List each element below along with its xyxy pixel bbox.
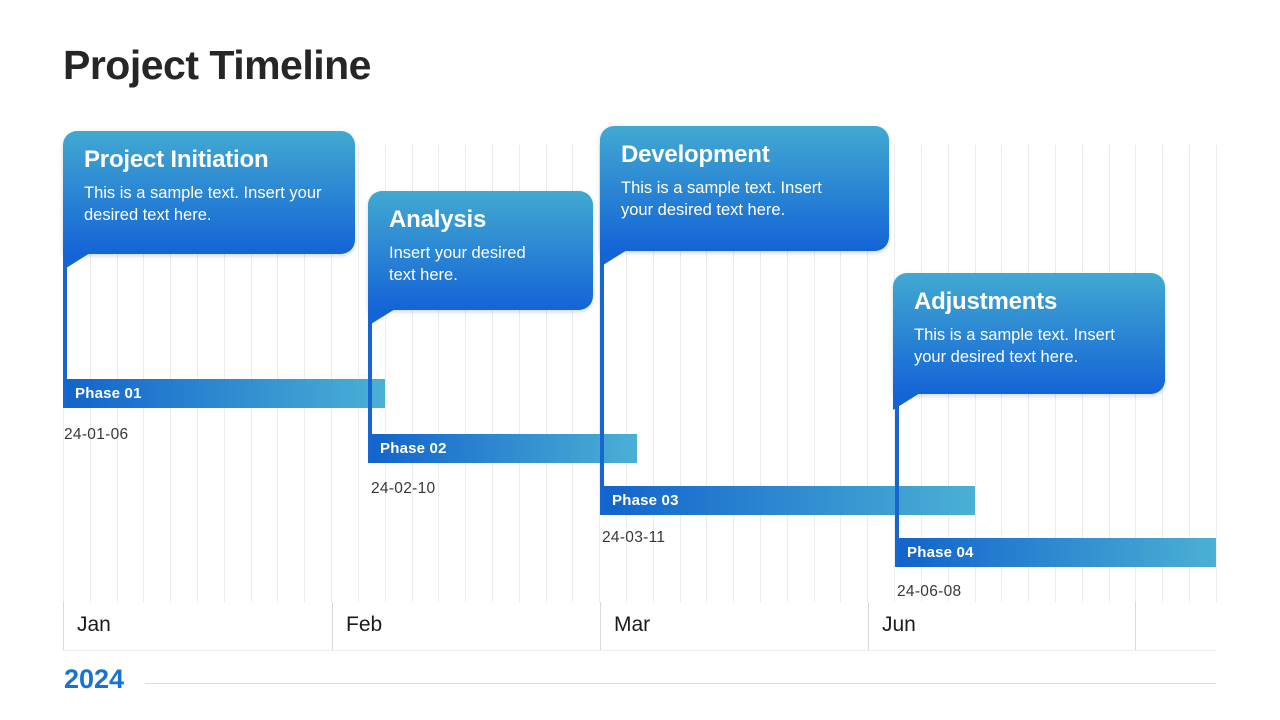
month-separator [868, 602, 869, 650]
callout-tail [893, 393, 920, 410]
month-separator [600, 602, 601, 650]
gridline [277, 145, 279, 602]
phase-start-date: 24-02-10 [371, 480, 436, 497]
callout-body: Insert your desired text here. [389, 244, 526, 285]
gridline [465, 145, 467, 602]
month-label: Mar [614, 613, 651, 636]
month-label: Jan [77, 613, 111, 636]
callout-title: Project Initiation [84, 146, 269, 173]
gantt-bar-phase-01: Phase 01 [63, 379, 385, 408]
gridline [867, 145, 869, 602]
gridline [572, 145, 574, 602]
month-separator [1135, 602, 1136, 650]
callout-tail [600, 250, 627, 267]
callout-development: Development This is a sample text. Inser… [600, 126, 889, 267]
gridline [706, 145, 708, 602]
gridline [411, 145, 413, 602]
gridline [1215, 145, 1217, 602]
gridline [545, 145, 547, 602]
callout-project-initiation: Project Initiation This is a sample text… [63, 131, 355, 270]
bar-label: Phase 02 [380, 440, 447, 457]
gridline [331, 145, 333, 602]
gridline [384, 145, 386, 602]
month-label: Feb [346, 613, 383, 636]
callout-title: Analysis [389, 206, 487, 233]
phase-start-date: 24-03-11 [602, 529, 666, 546]
bar-label: Phase 03 [612, 492, 679, 509]
month-axis: Jan Feb Mar Jun [63, 602, 1216, 651]
gantt-bar-phase-04: Phase 04 [895, 538, 1216, 567]
callout-body: This is a sample text. Insert your desir… [84, 184, 322, 225]
gantt-bar-phase-02: Phase 02 [368, 434, 637, 463]
gridline [491, 145, 493, 602]
gridline [116, 145, 118, 602]
phase-start-date: 24-06-08 [897, 583, 962, 600]
gridline [1189, 145, 1191, 602]
callout-analysis: Analysis Insert your desired text here. [368, 191, 593, 326]
month-separator [63, 602, 64, 650]
connector-line-phase-01 [63, 254, 67, 408]
bar-label: Phase 04 [907, 544, 974, 561]
gridline [786, 145, 788, 602]
page-title: Project Timeline [63, 42, 371, 88]
gridline [143, 145, 145, 602]
gridline [840, 145, 842, 602]
year-label: 2024 [64, 664, 125, 694]
callout-tail [368, 309, 395, 326]
gridline [518, 145, 520, 602]
gantt-bar-phase-03: Phase 03 [600, 486, 975, 515]
gridline [89, 145, 91, 602]
gridline [438, 145, 440, 602]
gridline [813, 145, 815, 602]
phase-start-date: 24-01-06 [64, 426, 129, 443]
month-label: Jun [882, 613, 916, 636]
connector-line-phase-03 [600, 251, 604, 515]
gridline [223, 145, 225, 602]
bar-label: Phase 01 [75, 385, 142, 402]
gridline [170, 145, 172, 602]
gridline [760, 145, 762, 602]
callout-title: Adjustments [914, 288, 1058, 315]
gridline [626, 145, 627, 602]
gridline [197, 145, 199, 602]
callout-body: This is a sample text. Insert your desir… [914, 326, 1115, 367]
gridline [679, 145, 681, 602]
callout-tail [63, 253, 90, 270]
gridline [652, 145, 654, 602]
gridline [304, 145, 306, 602]
connector-line-phase-02 [368, 310, 372, 463]
gridline [733, 145, 735, 602]
connector-line-phase-04 [895, 394, 899, 567]
gridline [357, 145, 359, 602]
month-separator [332, 602, 333, 650]
callout-title: Development [621, 141, 770, 168]
callout-body: This is a sample text. Insert your desir… [621, 179, 822, 220]
footer-divider-line [145, 683, 1216, 684]
gridline [599, 145, 601, 602]
gridline [250, 145, 252, 602]
callout-adjustments: Adjustments This is a sample text. Inser… [893, 273, 1165, 410]
